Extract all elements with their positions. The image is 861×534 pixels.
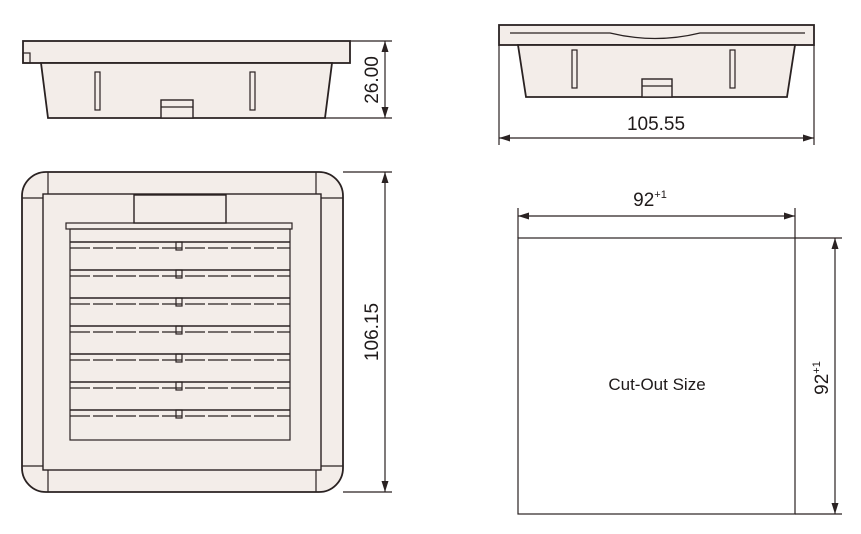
height-dimension-label: 26.00 <box>362 56 383 104</box>
slat-tab <box>175 297 183 307</box>
side-view-left <box>22 40 351 119</box>
cutout-label: Cut-Out Size <box>608 375 705 394</box>
small-notch <box>22 52 31 64</box>
clip-right <box>249 71 256 111</box>
latch-tab <box>641 78 673 98</box>
side-view-right <box>498 24 815 98</box>
width-dimension-label: 105.55 <box>627 114 685 135</box>
latch-tab <box>160 99 194 119</box>
front-view <box>21 171 344 493</box>
label-tab <box>133 194 227 224</box>
body <box>516 44 797 98</box>
flange-top-curve <box>510 32 805 40</box>
flange <box>498 24 815 46</box>
slat-tab <box>175 353 183 363</box>
width-dimension: 105.55 <box>498 45 815 145</box>
front-size-dimension-label: 106.15 <box>362 303 383 361</box>
slat-tab <box>175 241 183 251</box>
slat-tab <box>175 325 183 335</box>
slat-tab <box>175 269 183 279</box>
front-size-dimension: 106.15 <box>343 171 392 493</box>
clip-left <box>571 49 578 89</box>
cutout-width-dimension: 92+1 <box>517 189 796 238</box>
grille-area <box>69 228 291 441</box>
flange <box>22 40 351 64</box>
cutout-square <box>517 237 796 515</box>
louver-slats <box>70 241 290 419</box>
clip-right <box>729 49 736 89</box>
slat-tab <box>175 409 183 419</box>
height-dimension: 26.00 <box>325 40 392 119</box>
cutout-height-label: 92+1 <box>811 361 833 395</box>
cutout-view: Cut-Out Size <box>517 237 796 515</box>
cutout-height-dimension: 92+1 <box>795 237 842 515</box>
clip-left <box>94 71 101 111</box>
cutout-width-label: 92+1 <box>633 189 667 211</box>
slat-tab <box>175 381 183 391</box>
